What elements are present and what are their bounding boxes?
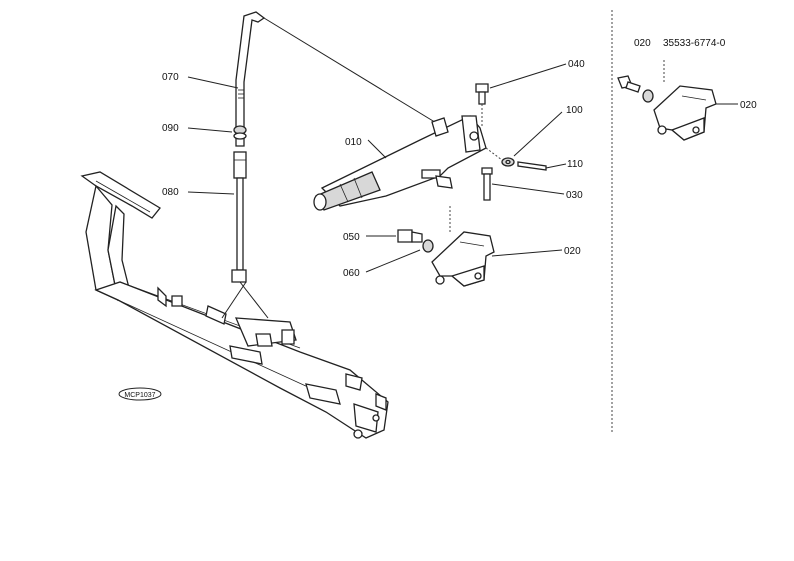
label-020-main: 020 <box>564 246 581 257</box>
rod-070 <box>235 11 266 147</box>
bolt-050 <box>397 229 423 243</box>
label-010: 010 <box>345 137 362 148</box>
label-040: 040 <box>568 59 585 70</box>
figure-code: MCP1037 <box>124 392 155 399</box>
bolt-030 <box>481 167 493 201</box>
nut-090 <box>233 125 247 140</box>
label-100: 100 <box>566 105 583 116</box>
bolt-040 <box>475 83 489 126</box>
figure-code-badge: MCP1037 <box>118 387 162 401</box>
label-090: 090 <box>162 123 179 134</box>
label-070: 070 <box>162 72 179 83</box>
frame-pedal-assembly <box>80 171 389 439</box>
washer-060 <box>422 239 434 253</box>
variant-washer <box>642 89 654 103</box>
washer-100 <box>501 157 515 167</box>
variant-ref: 020 <box>634 38 651 49</box>
bracket-020 <box>431 206 495 287</box>
label-020-variant: 020 <box>740 100 757 111</box>
leader-lines <box>187 63 738 273</box>
variant-bolt <box>617 75 641 93</box>
pin-110 <box>485 147 547 171</box>
rod-080 <box>231 151 247 283</box>
label-050: 050 <box>343 232 360 243</box>
rod-to-lever-line <box>263 17 439 125</box>
label-110: 110 <box>567 159 583 170</box>
label-060: 060 <box>343 268 360 279</box>
label-030: 030 <box>566 190 583 201</box>
hand-lever-010 <box>313 115 487 211</box>
variant-bracket-020 <box>653 60 717 141</box>
variant-part-number: 35533-6774-0 <box>663 38 726 49</box>
label-080: 080 <box>162 187 179 198</box>
